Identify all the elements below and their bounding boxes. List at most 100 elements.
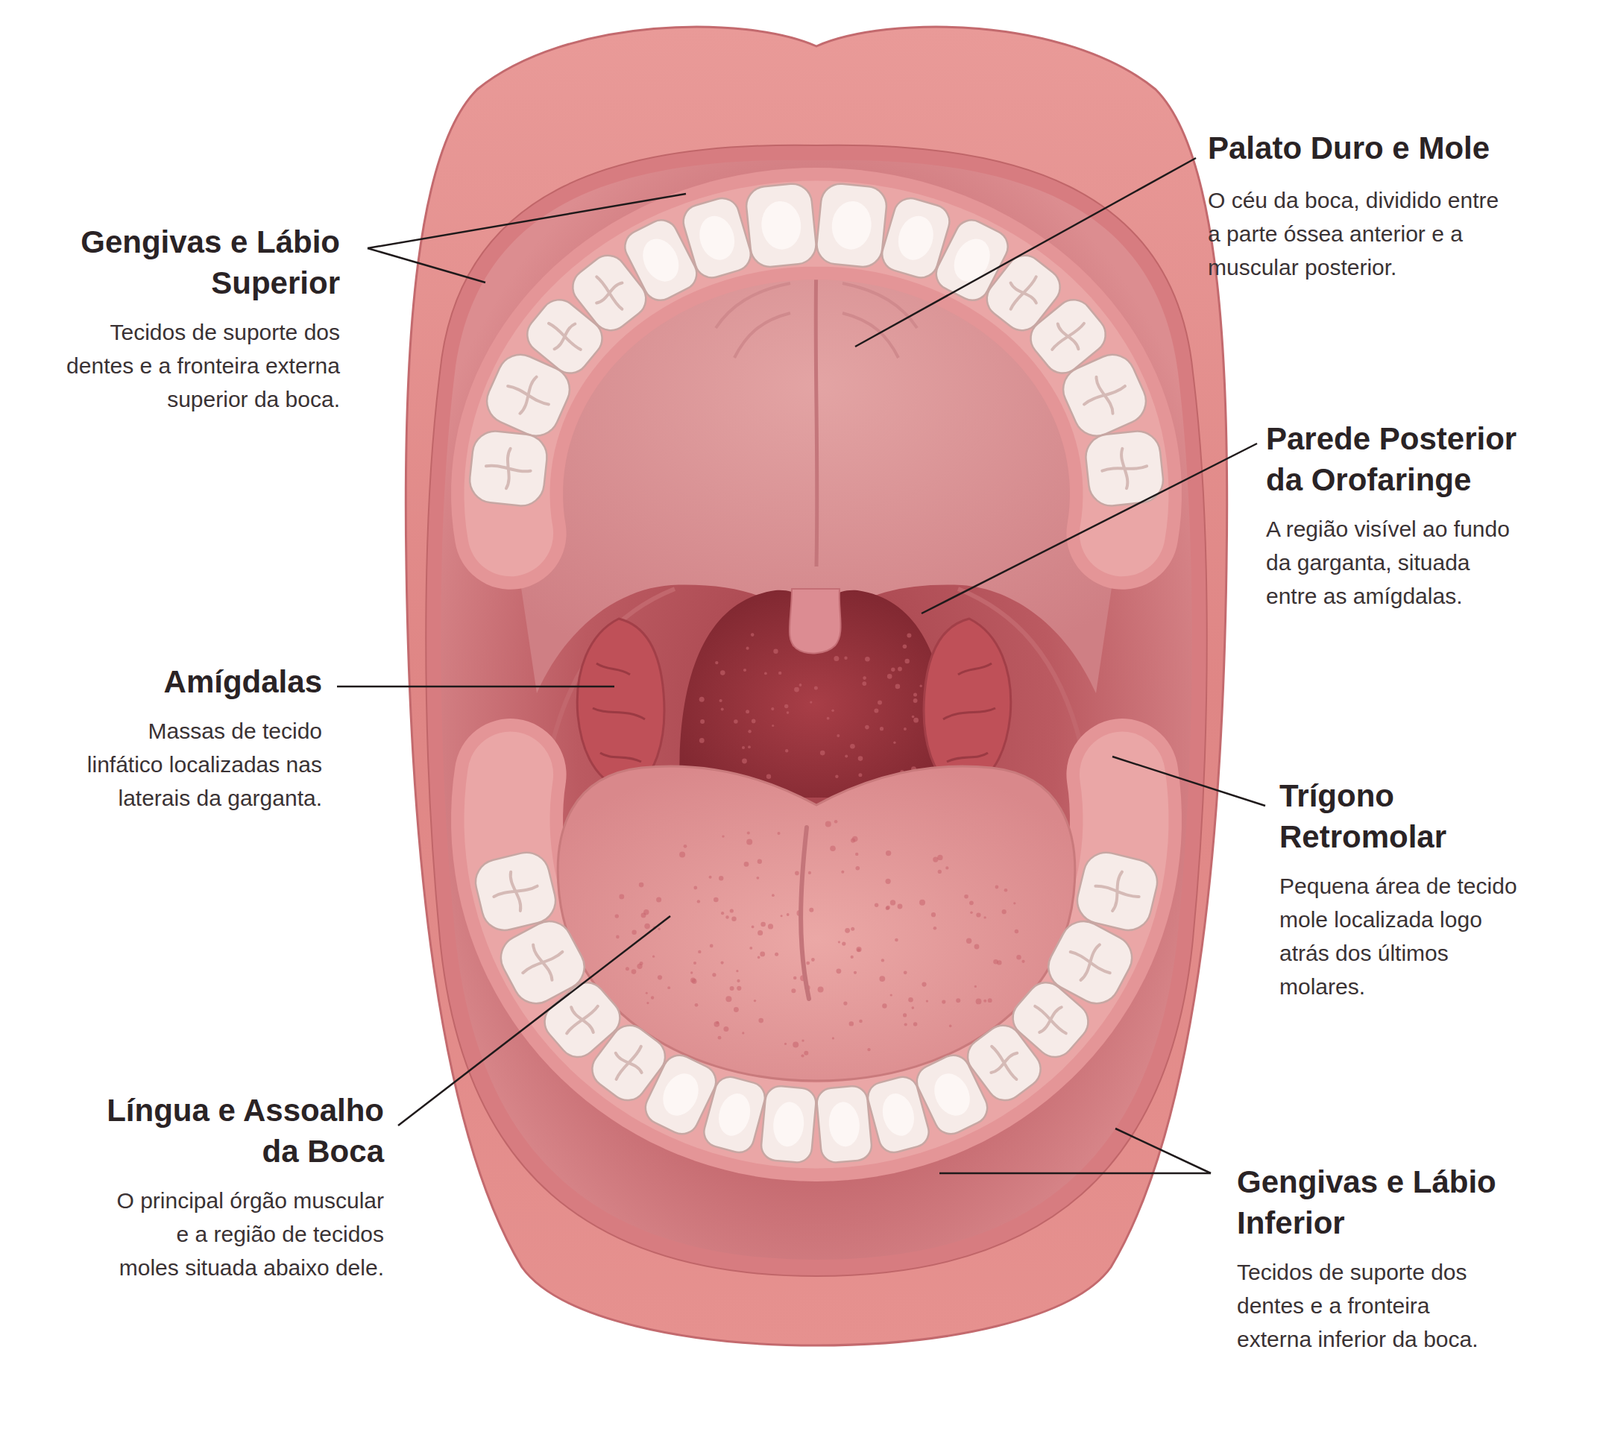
papilla-dot xyxy=(1014,929,1019,934)
papilla-dot xyxy=(1002,909,1007,915)
papilla-dot xyxy=(1004,888,1009,893)
papilla-dot xyxy=(723,1026,729,1032)
lip-inner-rim xyxy=(425,145,1208,1277)
papilla-dot xyxy=(714,1021,721,1028)
palatal-rugae xyxy=(715,283,918,358)
papilla-dot xyxy=(690,971,693,974)
papilla-dot xyxy=(786,913,790,917)
papilla-dot xyxy=(731,917,736,922)
papilla-dot xyxy=(834,820,839,824)
papilla-dot xyxy=(881,958,885,962)
tooth-highlight xyxy=(771,1101,806,1149)
throat-texture xyxy=(699,632,923,780)
papilla-dot xyxy=(753,999,757,1003)
leader-line xyxy=(367,248,486,283)
callout-group: Palato Duro e MoleO céu da boca, dividid… xyxy=(1207,127,1596,285)
papilla-dot xyxy=(850,955,854,959)
throat-dot xyxy=(750,632,755,637)
papilla-dot xyxy=(885,879,891,885)
upper-gums xyxy=(506,223,1126,534)
throat-dot xyxy=(794,687,800,693)
throat-dot xyxy=(700,719,705,724)
papilla-dot xyxy=(725,996,732,1003)
papilla-dot xyxy=(995,885,1000,890)
papilla-dot xyxy=(885,905,890,910)
papilla-dot xyxy=(921,982,927,988)
throat-dot xyxy=(844,755,848,759)
tooth-highlight xyxy=(946,232,997,288)
papilla-dot xyxy=(832,1037,835,1040)
tooth xyxy=(744,181,818,269)
papilla-dot xyxy=(904,1022,908,1026)
papilla-dot xyxy=(771,893,775,897)
tooth-crown xyxy=(1072,847,1163,935)
papilla-dot xyxy=(694,1003,699,1008)
throat-dot xyxy=(843,656,847,660)
throat-dot xyxy=(699,738,705,744)
throat-dot xyxy=(895,684,901,690)
papilla-dot xyxy=(709,944,714,949)
throat-dot xyxy=(720,670,726,676)
papilla-dot xyxy=(644,923,651,930)
papilla-dot xyxy=(808,908,814,913)
throat-dot xyxy=(902,644,908,649)
leader-line xyxy=(1112,756,1266,806)
tooth xyxy=(1072,847,1163,935)
tooth-highlight xyxy=(878,1090,919,1140)
papilla-dot xyxy=(751,926,755,929)
papilla-dot xyxy=(757,956,761,960)
papilla-dot xyxy=(902,1013,907,1017)
throat-dot xyxy=(858,756,864,762)
oral-cavity xyxy=(440,160,1193,1261)
papilla-dot xyxy=(800,1054,804,1058)
papilla-dot xyxy=(966,938,972,944)
throat-dot xyxy=(879,726,884,731)
papilla-dot xyxy=(693,886,698,891)
tooth-fissure xyxy=(1100,446,1149,492)
throat-dot xyxy=(743,668,747,672)
gum-band-light xyxy=(506,223,1126,534)
callout-description: Tecidos de suporte dos dentes e a fronte… xyxy=(45,315,340,417)
papilla-dot xyxy=(757,859,762,865)
papilla-dot xyxy=(983,999,987,1003)
callout-heading: Amígdalas xyxy=(76,661,323,703)
papilla-dot xyxy=(650,996,654,1000)
throat-dot xyxy=(861,681,867,686)
tooth-crown xyxy=(479,347,578,444)
tooth-fissure xyxy=(513,934,572,991)
callout-heading: Trígono Retromolar xyxy=(1279,775,1548,858)
leader-line xyxy=(921,443,1258,614)
throat-dot xyxy=(820,750,826,757)
leader-line xyxy=(939,1172,1211,1176)
papilla-dot xyxy=(817,986,824,993)
throat-dot xyxy=(836,734,840,738)
papilla-dot xyxy=(713,897,719,903)
throat-dot xyxy=(733,719,739,724)
papilla-dot xyxy=(729,908,734,913)
papilla-dot xyxy=(890,899,896,906)
tooth xyxy=(815,1084,874,1164)
throat-dot xyxy=(799,683,803,687)
throat-dot xyxy=(890,668,895,672)
tooth-highlight xyxy=(714,1090,755,1140)
papilla-dot xyxy=(919,899,926,906)
callout-description: Pequena área de tecido mole localizada l… xyxy=(1279,869,1530,1004)
papilla-dot xyxy=(746,839,753,846)
throat-dot xyxy=(751,719,757,724)
papilla-dot xyxy=(709,876,713,880)
papilla-dot xyxy=(697,950,701,954)
throat-dot xyxy=(719,699,723,703)
throat-dot xyxy=(766,774,771,780)
right-tonsil xyxy=(923,618,1011,791)
throat-dot xyxy=(911,715,915,719)
callout-group: Gengivas e Lábio SuperiorTecidos de supo… xyxy=(11,221,340,417)
papilla-dot xyxy=(874,903,879,908)
tooth-fissure xyxy=(1060,934,1120,991)
throat-dot xyxy=(903,727,907,731)
papilla-dot xyxy=(843,1002,847,1006)
papilla-dot xyxy=(808,871,812,875)
throat-dot xyxy=(849,744,856,750)
tongue-median-groove xyxy=(800,827,809,1000)
papilla-dot xyxy=(735,969,739,973)
